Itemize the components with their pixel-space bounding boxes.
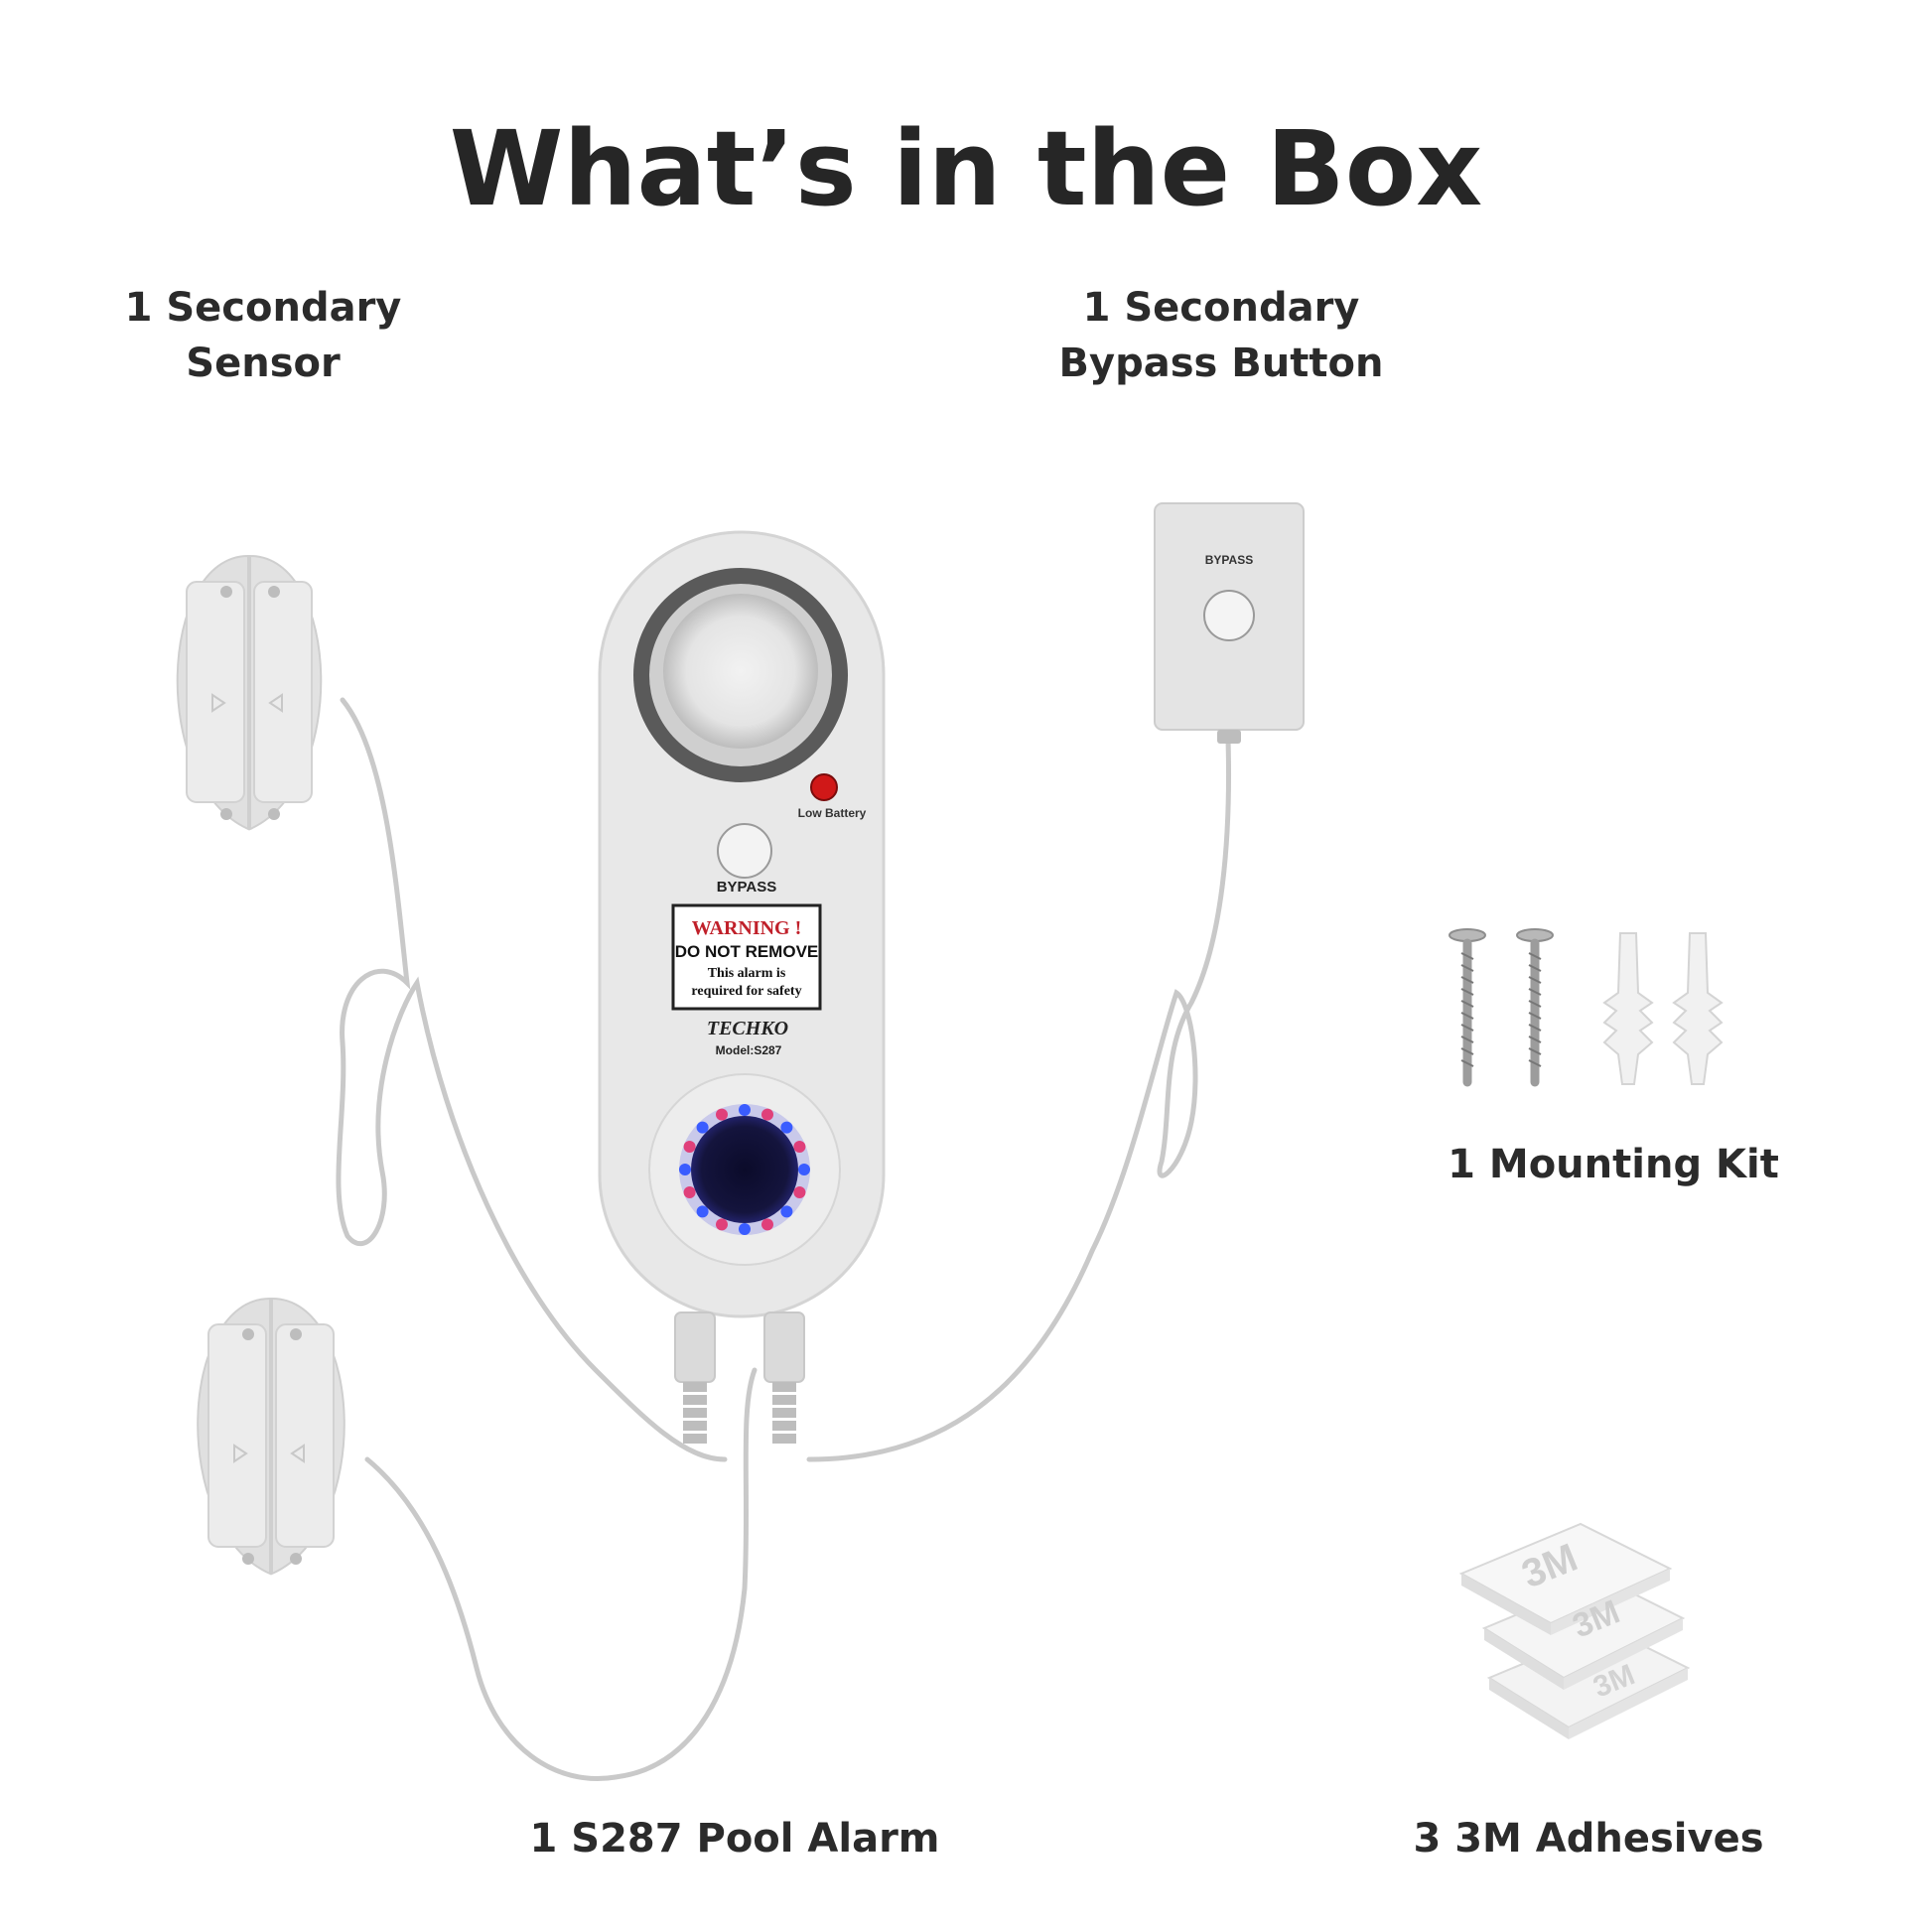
mounting-kit	[1449, 928, 1724, 1087]
led-dot	[739, 1104, 751, 1116]
warning-line1: WARNING !	[692, 917, 802, 939]
pool-alarm-device: Low Battery BYPASS WARNING ! DO NOT REMO…	[598, 530, 886, 1444]
warning-line4: required for safety	[691, 984, 801, 999]
led-dot	[780, 1205, 793, 1218]
label-bypass-button-line1: 1 Secondary	[1082, 285, 1360, 331]
label-pool-alarm: 1 S287 Pool Alarm	[529, 1816, 940, 1862]
secondary-bypass-button-device: BYPASS	[1154, 502, 1305, 744]
led-dot	[683, 1186, 696, 1198]
model-label: Model:S287	[716, 1043, 782, 1057]
label-bypass-button: 1 Secondary Bypass Button	[1033, 280, 1410, 391]
led-dot	[679, 1164, 691, 1175]
label-secondary-sensor: 1 Secondary Sensor	[99, 280, 427, 391]
label-mounting-kit: 1 Mounting Kit	[1448, 1142, 1779, 1187]
label-secondary-sensor-line1: 1 Secondary	[124, 285, 402, 331]
led-dot	[716, 1108, 728, 1121]
warning-line3: This alarm is	[708, 966, 786, 981]
label-bypass-button-line2: Bypass Button	[1058, 341, 1384, 386]
led-dot	[739, 1223, 751, 1235]
led-dot	[696, 1205, 709, 1218]
led-dot	[761, 1108, 773, 1121]
secondary-sensor-bottom	[197, 1297, 345, 1576]
brand-logo: TECHKO	[707, 1018, 788, 1039]
led-ring	[679, 1104, 810, 1235]
page-title: What’s in the Box	[449, 108, 1483, 229]
device-bypass-label: BYPASS	[717, 879, 777, 896]
led-dot	[761, 1218, 773, 1231]
led-dot	[793, 1186, 806, 1198]
bypass-box-label: BYPASS	[1205, 553, 1253, 567]
warning-line2: DO NOT REMOVE	[675, 942, 819, 961]
led-dot	[696, 1121, 709, 1134]
low-battery-label: Low Battery	[798, 806, 867, 820]
label-adhesives: 3 3M Adhesives	[1413, 1816, 1764, 1862]
led-dot	[798, 1164, 810, 1175]
secondary-sensor-top	[176, 554, 323, 831]
cables	[336, 697, 1232, 1781]
label-secondary-sensor-line2: Sensor	[186, 341, 341, 386]
led-dot	[793, 1141, 806, 1153]
adhesives-stack: 3M 3M 3M	[1458, 1522, 1691, 1739]
led-dot	[683, 1141, 696, 1153]
led-dot	[780, 1121, 793, 1134]
led-dot	[716, 1218, 728, 1231]
